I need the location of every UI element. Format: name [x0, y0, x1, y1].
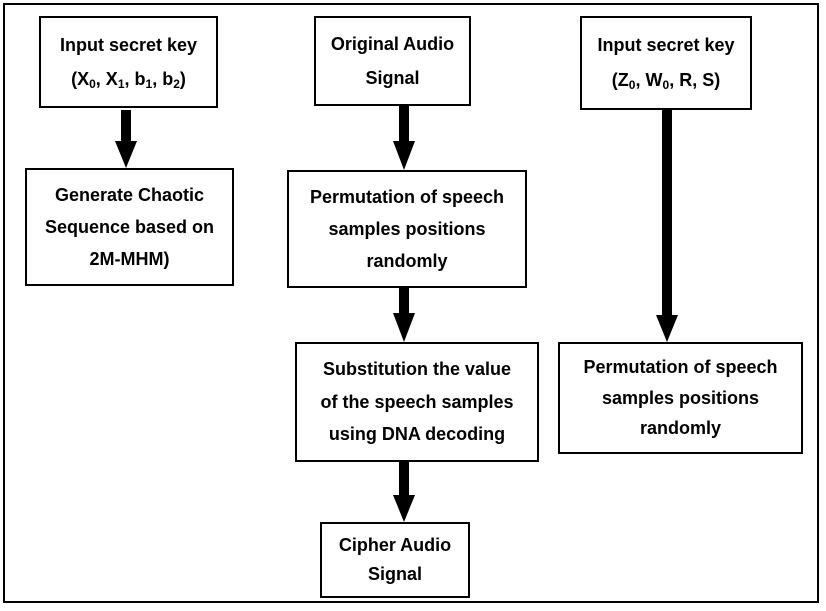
arrow-key1-to-chaotic: [115, 110, 137, 168]
arrow-original-to-permutation: [393, 106, 415, 170]
input-secret-key-box-left: Input secret key (X0, X1, b1, b2): [39, 16, 218, 108]
box-title: Input secret key: [597, 35, 735, 56]
key-parameters: (X0, X1, b1, b2): [71, 68, 186, 91]
arrow-key2-to-permutation-right: [656, 110, 678, 342]
arrow-substitution-to-cipher: [393, 462, 415, 522]
original-audio-signal-box: Original Audio Signal: [314, 16, 471, 106]
input-secret-key-box-right: Input secret key (Z0, W0, R, S): [580, 16, 752, 110]
generate-chaotic-sequence-box: Generate Chaotic Sequence based on 2M-MH…: [25, 168, 234, 286]
permutation-box-right: Permutation of speech samples positions …: [558, 342, 803, 454]
box-title: Input secret key: [59, 34, 198, 55]
cipher-audio-signal-box: Cipher Audio Signal: [320, 522, 470, 598]
substitution-box: Substitution the value of the speech sam…: [295, 342, 539, 462]
key-parameters: (Z0, W0, R, S): [611, 70, 721, 93]
permutation-box-center: Permutation of speech samples positions …: [287, 170, 527, 288]
arrow-permutation-to-substitution: [393, 288, 415, 342]
